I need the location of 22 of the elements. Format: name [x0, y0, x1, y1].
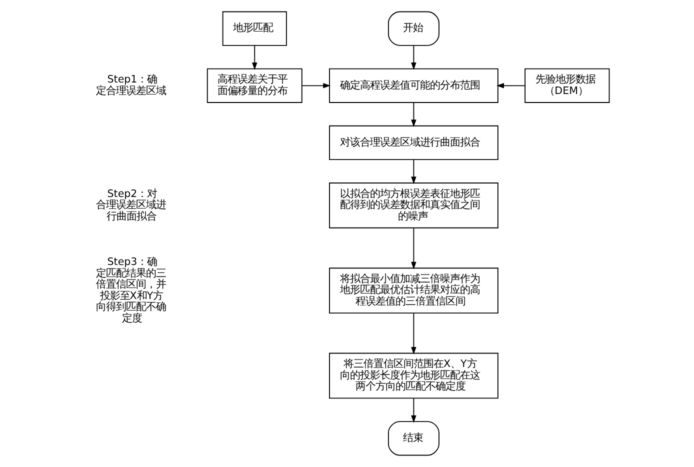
node-box: 结束: [387, 421, 439, 456]
arrow: [410, 45, 416, 70]
node-box: 对该合理误差区域进行曲面拟合: [328, 125, 498, 160]
node-box: 开始: [387, 11, 439, 46]
node-box: 地形匹配: [222, 11, 286, 46]
label: Step3：确定匹配结果的三倍置信区间，并投影至X和Y方向得到匹配不确定度: [96, 256, 166, 324]
node-box: 以拟合的均方根误差表征地形匹配得到的误差数据和真实值之间的噪声: [328, 182, 498, 228]
node-box: 高程误差关于平面偏移量的分布: [206, 68, 302, 103]
arrow: [410, 312, 416, 354]
node-box: 确定高程误差值可能的分布范围: [328, 68, 498, 103]
node-box: 先验地形数据（DEM）: [524, 68, 610, 103]
arrow: [410, 228, 416, 270]
label: Step2：对合理误差区域进行曲面拟合: [96, 188, 166, 222]
node-box: 将三倍置信区间范围在X、Y方向的投影长度作为地形匹配在这两个方向的匹配不确定度: [328, 352, 498, 399]
arrow: [301, 83, 330, 88]
label: Step1：确定合理误差区域: [96, 74, 166, 97]
arrow: [252, 45, 257, 70]
arrow: [410, 159, 416, 184]
node-box: 将拟合最小值加减三倍噪声作为地形匹配最优估计结果对应的高程误差值的三倍置信区间: [328, 268, 498, 314]
arrow: [410, 102, 416, 128]
arrow: [496, 83, 525, 88]
arrow: [410, 398, 416, 423]
